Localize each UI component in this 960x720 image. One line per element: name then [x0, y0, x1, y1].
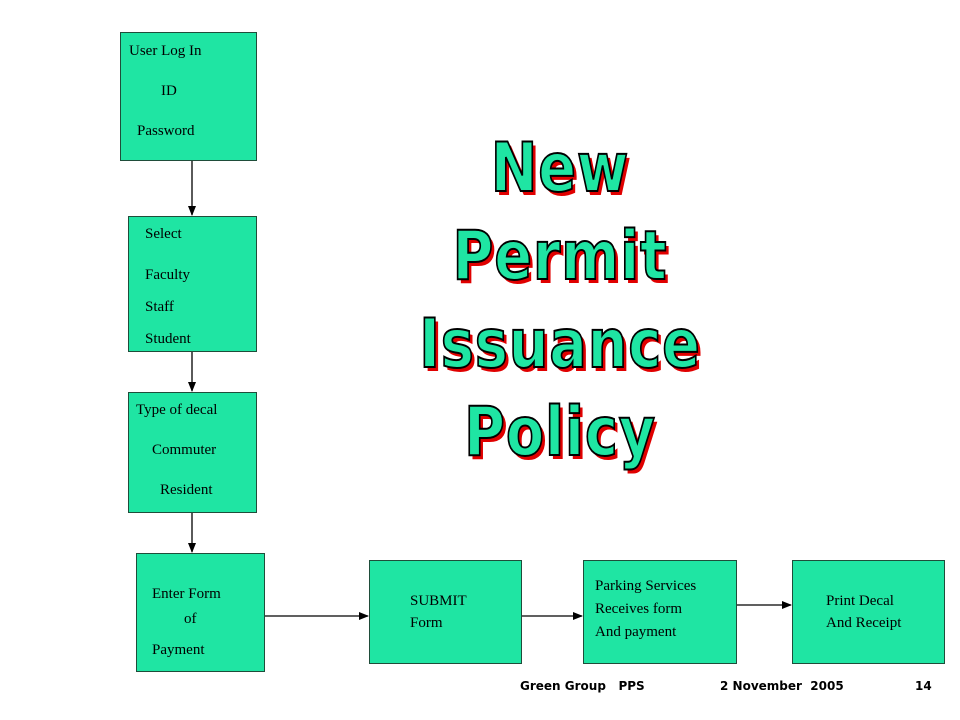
parking-line1: Parking Services	[595, 578, 697, 594]
submit-box: SUBMIT Form	[369, 560, 522, 664]
footer-page-number: 14	[915, 679, 932, 693]
print-line2: And Receipt	[826, 615, 902, 631]
select-student: Student	[145, 331, 191, 347]
submit-line1: SUBMIT	[410, 593, 467, 609]
select-box: Select Faculty Staff Student	[128, 216, 257, 352]
login-password: Password	[137, 123, 195, 139]
footer-group: Green Group PPS	[520, 679, 645, 693]
submit-line2: Form	[410, 615, 443, 631]
slide-title: New Permit Issuance Policy	[396, 125, 724, 477]
decal-resident: Resident	[160, 482, 213, 498]
print-line1: Print Decal	[826, 593, 894, 609]
select-heading: Select	[145, 226, 182, 242]
decal-commuter: Commuter	[152, 442, 217, 458]
print-decal-box: Print Decal And Receipt	[792, 560, 945, 664]
title-line-2: Issuance	[418, 304, 701, 385]
login-heading: User Log In	[129, 43, 202, 59]
select-staff: Staff	[145, 299, 174, 315]
login-id: ID	[161, 83, 177, 99]
title-line-3: Policy	[463, 392, 656, 473]
payment-box: Enter Form of Payment	[136, 553, 265, 672]
decal-box: Type of decal Commuter Resident	[128, 392, 257, 513]
parking-line2: Receives form	[595, 601, 683, 617]
payment-line1: Enter Form	[152, 586, 221, 602]
decal-heading: Type of decal	[136, 402, 218, 418]
parking-services-box: Parking Services Receives form And payme…	[583, 560, 737, 664]
payment-line2: of	[184, 611, 197, 627]
select-faculty: Faculty	[145, 267, 190, 283]
title-line-1: New Permit	[452, 128, 668, 297]
parking-line3: And payment	[595, 624, 677, 640]
login-box: User Log In ID Password	[120, 32, 257, 161]
footer-date: 2 November 2005	[720, 679, 844, 693]
payment-line3: Payment	[152, 642, 205, 658]
